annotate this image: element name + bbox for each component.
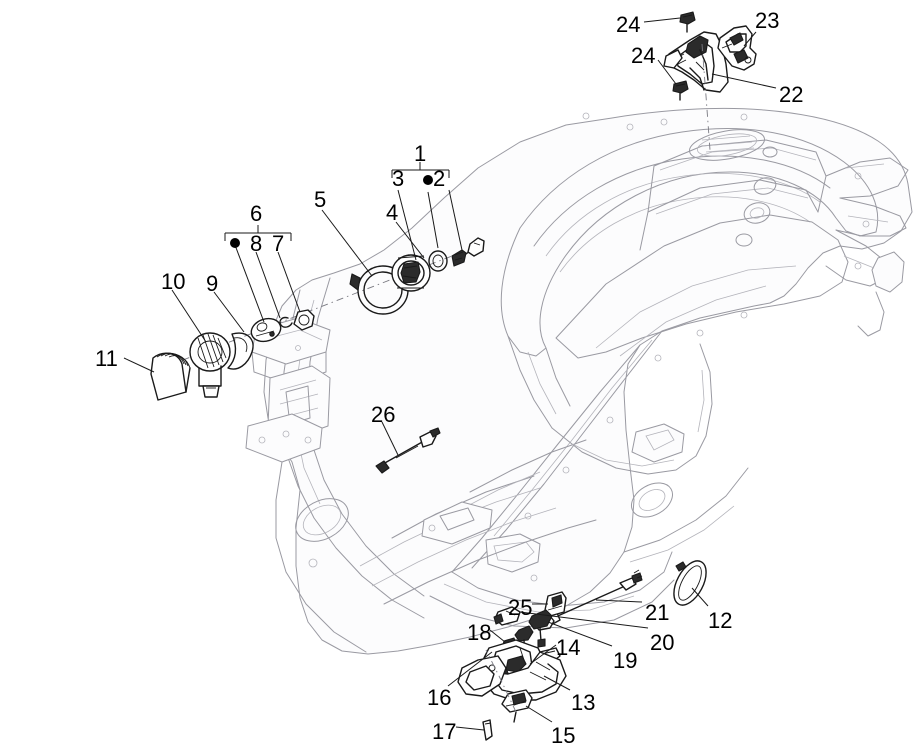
- callout-19[interactable]: 19: [613, 648, 638, 673]
- part-12-oring: [673, 560, 707, 606]
- part-7-nut: [279, 309, 315, 331]
- callout-6[interactable]: 6: [250, 201, 263, 226]
- part-24-screw-bottom: [672, 80, 689, 101]
- callout-14[interactable]: 14: [556, 635, 581, 660]
- callout-20[interactable]: 20: [650, 630, 675, 655]
- callout-7[interactable]: 7: [272, 231, 285, 256]
- part-2-key: [451, 237, 485, 267]
- callout-1[interactable]: 1: [414, 141, 427, 166]
- part-11-cap: [150, 352, 191, 401]
- callout-26[interactable]: 26: [371, 402, 396, 427]
- callout-3[interactable]: 3: [392, 166, 405, 191]
- chassis-frame: [245, 107, 913, 655]
- part-17-pin: [482, 719, 493, 741]
- callout-16[interactable]: 16: [427, 685, 452, 710]
- callout-23[interactable]: 23: [755, 8, 780, 33]
- part-14-bolt: [528, 609, 553, 648]
- group-dot-1: [423, 175, 433, 185]
- part-20-fitting: [493, 606, 521, 626]
- callout-2[interactable]: 2: [433, 166, 446, 191]
- callout-18[interactable]: 18: [467, 620, 492, 645]
- callout-22[interactable]: 22: [779, 82, 804, 107]
- callout-10[interactable]: 10: [161, 269, 186, 294]
- part-9-boot: [227, 332, 254, 370]
- callout-5[interactable]: 5: [314, 187, 327, 212]
- group-dot-6: [230, 238, 240, 248]
- part-10-barrel: [189, 332, 231, 398]
- assembly-axis-hinge: [701, 43, 711, 151]
- callout-17[interactable]: 17: [432, 719, 457, 744]
- callout-24-bottom[interactable]: 24: [631, 43, 656, 68]
- part-8-clip: [250, 317, 282, 343]
- callout-25[interactable]: 25: [508, 595, 533, 620]
- part-22-hinge: [663, 31, 729, 93]
- callout-15[interactable]: 15: [551, 723, 576, 748]
- assembly-axis-lock: [485, 649, 517, 713]
- group-brackets: [224, 162, 450, 248]
- part-24-screw-top: [679, 11, 696, 33]
- callout-11[interactable]: 11: [95, 346, 118, 371]
- callout-9[interactable]: 9: [206, 271, 219, 296]
- part-26-strut: [375, 427, 441, 474]
- callout-21[interactable]: 21: [645, 600, 670, 625]
- callout-13[interactable]: 13: [571, 690, 596, 715]
- callout-4[interactable]: 4: [386, 200, 399, 225]
- callout-8[interactable]: 8: [250, 231, 263, 256]
- part-23-catch: [717, 25, 757, 71]
- part-15-clamp: [501, 689, 533, 723]
- part-3-washer: [428, 250, 448, 272]
- part-4-cylinder: [391, 254, 431, 292]
- callout-24-top[interactable]: 24: [616, 12, 641, 37]
- leader-lines: [123, 17, 777, 731]
- callout-12[interactable]: 12: [708, 608, 733, 633]
